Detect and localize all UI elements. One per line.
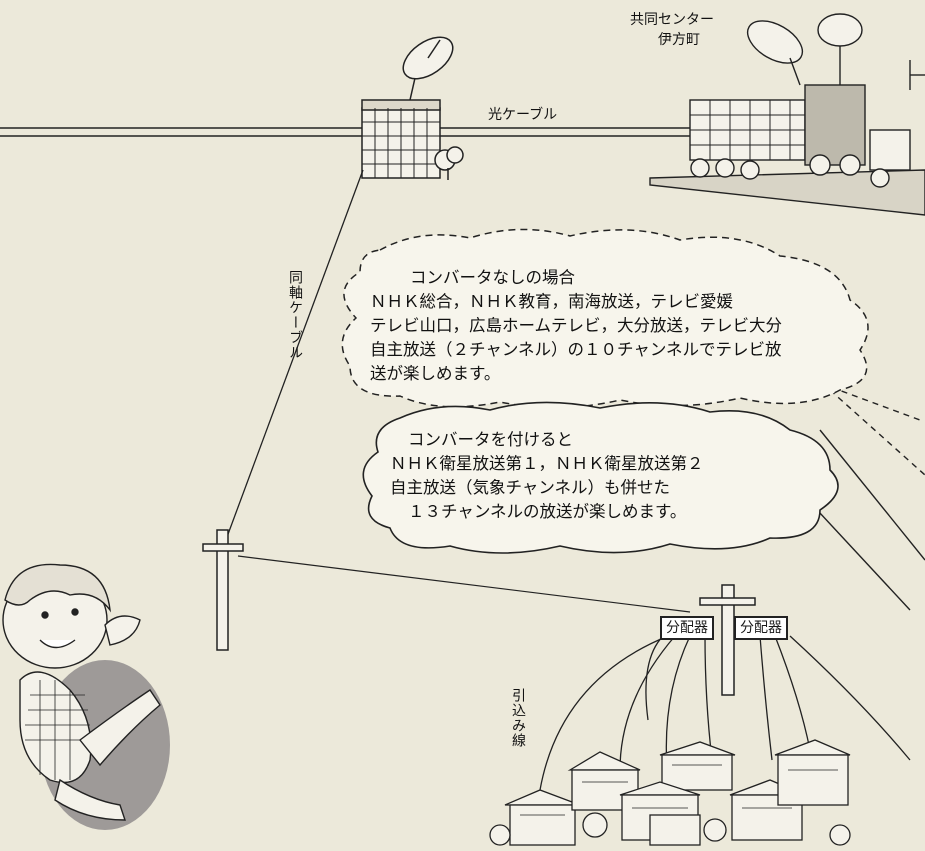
- bubble-no-converter-outline: [341, 228, 869, 409]
- joint-center-line1: 共同センター: [630, 12, 714, 28]
- bubble1-line: コンバータなしの場合: [410, 268, 575, 287]
- fiber-optic-cable: [0, 127, 690, 137]
- left-utility-pole-icon: [202, 529, 244, 651]
- joint-center-building-icon: [649, 13, 925, 216]
- joint-center-label: 共同センター 伊方町: [630, 10, 714, 50]
- coax-cable-label: 同軸ケーブル: [287, 270, 303, 360]
- bubble-with-converter-text: コンバータを付けると ＮＨＫ衛星放送第１，ＮＨＫ衛星放送第２ 自主放送（気象チャ…: [390, 428, 704, 524]
- splitter-left-box: 分配器: [660, 616, 714, 640]
- joint-center-line2: 伊方町: [658, 32, 700, 48]
- bubble-no-converter-text: コンバータなしの場合 ＮＨＫ総合，ＮＨＫ教育，南海放送，テレビ愛媛 テレビ山口，…: [370, 266, 782, 386]
- bubble1-line: 自主放送（２チャンネル）の１０チャンネルでテレビ放: [370, 340, 782, 359]
- bubble-with-converter-outline: [362, 401, 839, 554]
- right-utility-pole-icon: [699, 584, 756, 696]
- bubble2-line: ＮＨＫ衛星放送第１，ＮＨＫ衛星放送第２: [390, 454, 704, 473]
- distribution-cable-line: [237, 555, 691, 613]
- drop-lines: [539, 635, 911, 791]
- bubble2-line: 自主放送（気象チャンネル）も併せた: [390, 478, 671, 497]
- coaxial-cable-line: [223, 169, 364, 546]
- bubble1-line: テレビ山口，広島ホームテレビ，大分放送，テレビ大分: [370, 316, 783, 335]
- fiber-cable-label: 光ケーブル: [488, 107, 558, 123]
- bubble1-line: ＮＨＫ総合，ＮＨＫ教育，南海放送，テレビ愛媛: [370, 292, 733, 311]
- houses-icon: [489, 739, 851, 846]
- bubble1-line: 送が楽しめます。: [370, 364, 501, 383]
- splitter-right-box: 分配器: [734, 616, 788, 640]
- boy-character-icon: [2, 563, 170, 830]
- relay-building-icon: [361, 36, 464, 180]
- bubble2-line: １３チャンネルの放送が楽しめます。: [408, 502, 687, 521]
- bubble2-line: コンバータを付けると: [408, 430, 573, 449]
- drop-line-label: 引込み線: [510, 688, 526, 748]
